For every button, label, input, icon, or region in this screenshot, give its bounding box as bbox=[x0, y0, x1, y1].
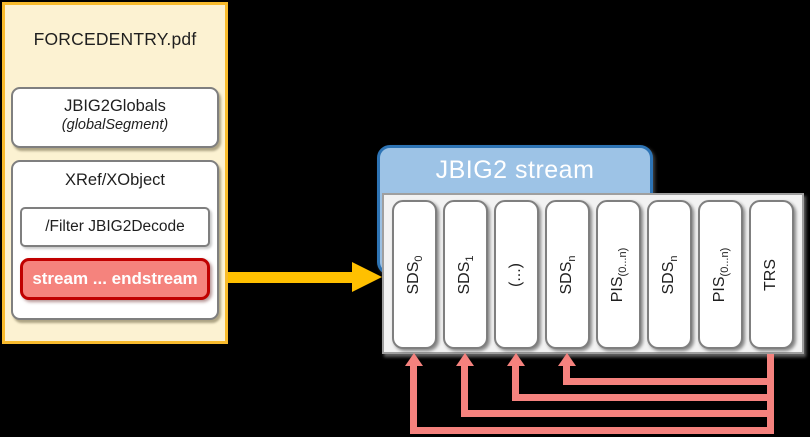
segment-pis-2: PIS(0...n) bbox=[698, 200, 743, 349]
segment-sds1-label: SDS1 bbox=[455, 254, 476, 295]
ref-arrow-4-icon bbox=[558, 353, 576, 366]
pdf-file-panel: FORCEDENTRY.pdf JBIG2Globals (globalSegm… bbox=[2, 2, 228, 344]
segment-trs: TRS bbox=[749, 200, 794, 349]
ref-arrow-2-hline bbox=[461, 410, 774, 417]
ref-arrow-1-vline bbox=[410, 364, 417, 434]
flow-arrow-shaft bbox=[228, 272, 354, 283]
ref-arrow-2-icon bbox=[456, 353, 474, 366]
ref-arrow-3-vline bbox=[512, 364, 519, 401]
ref-arrow-2-vline bbox=[461, 364, 468, 417]
stream-endstream-box: stream ... endstream bbox=[20, 258, 210, 300]
segment-sdsn-2: SDSn bbox=[647, 200, 692, 349]
ref-arrow-4-hline bbox=[563, 378, 774, 385]
segment-trs-label: TRS bbox=[761, 258, 779, 291]
segment-sds0: SDS0 bbox=[392, 200, 437, 349]
xref-xobject-box: XRef/XObject /Filter JBIG2Decode stream … bbox=[11, 160, 219, 320]
filter-jbig2decode-label: /Filter JBIG2Decode bbox=[45, 218, 185, 235]
segment-ellipsis: (...) bbox=[494, 200, 539, 349]
segment-pis-1: PIS(0...n) bbox=[596, 200, 641, 349]
pdf-title: FORCEDENTRY.pdf bbox=[33, 29, 197, 49]
ref-arrow-1-icon bbox=[405, 353, 423, 366]
segment-container: SDS0 SDS1 (...) SDSn PIS(0...n) SDSn PIS… bbox=[382, 193, 804, 354]
jbig2-stream-label: JBIG2 stream bbox=[435, 156, 595, 184]
globalsegment-label: (globalSegment) bbox=[61, 117, 169, 133]
stream-endstream-label: stream ... endstream bbox=[32, 269, 198, 288]
ref-arrow-4-vline bbox=[563, 364, 570, 385]
segment-pis-2-label: PIS(0...n) bbox=[710, 247, 731, 302]
segment-ellipsis-label: (...) bbox=[506, 262, 524, 287]
filter-jbig2decode-box: /Filter JBIG2Decode bbox=[20, 207, 210, 247]
segment-sds0-label: SDS0 bbox=[404, 254, 425, 295]
segment-sds1: SDS1 bbox=[443, 200, 488, 349]
segment-sdsn-1-label: SDSn bbox=[557, 254, 578, 295]
xref-xobject-label: XRef/XObject bbox=[65, 171, 165, 189]
ref-arrow-3-hline bbox=[512, 394, 774, 401]
segment-pis-1-label: PIS(0...n) bbox=[608, 247, 629, 302]
ref-arrow-3-icon bbox=[507, 353, 525, 366]
jbig2globals-box: JBIG2Globals (globalSegment) bbox=[11, 87, 219, 148]
segment-sdsn-2-label: SDSn bbox=[659, 254, 680, 295]
segment-sdsn-1: SDSn bbox=[545, 200, 590, 349]
ref-arrow-1-hline bbox=[410, 427, 774, 434]
jbig2globals-label: JBIG2Globals bbox=[64, 97, 166, 115]
